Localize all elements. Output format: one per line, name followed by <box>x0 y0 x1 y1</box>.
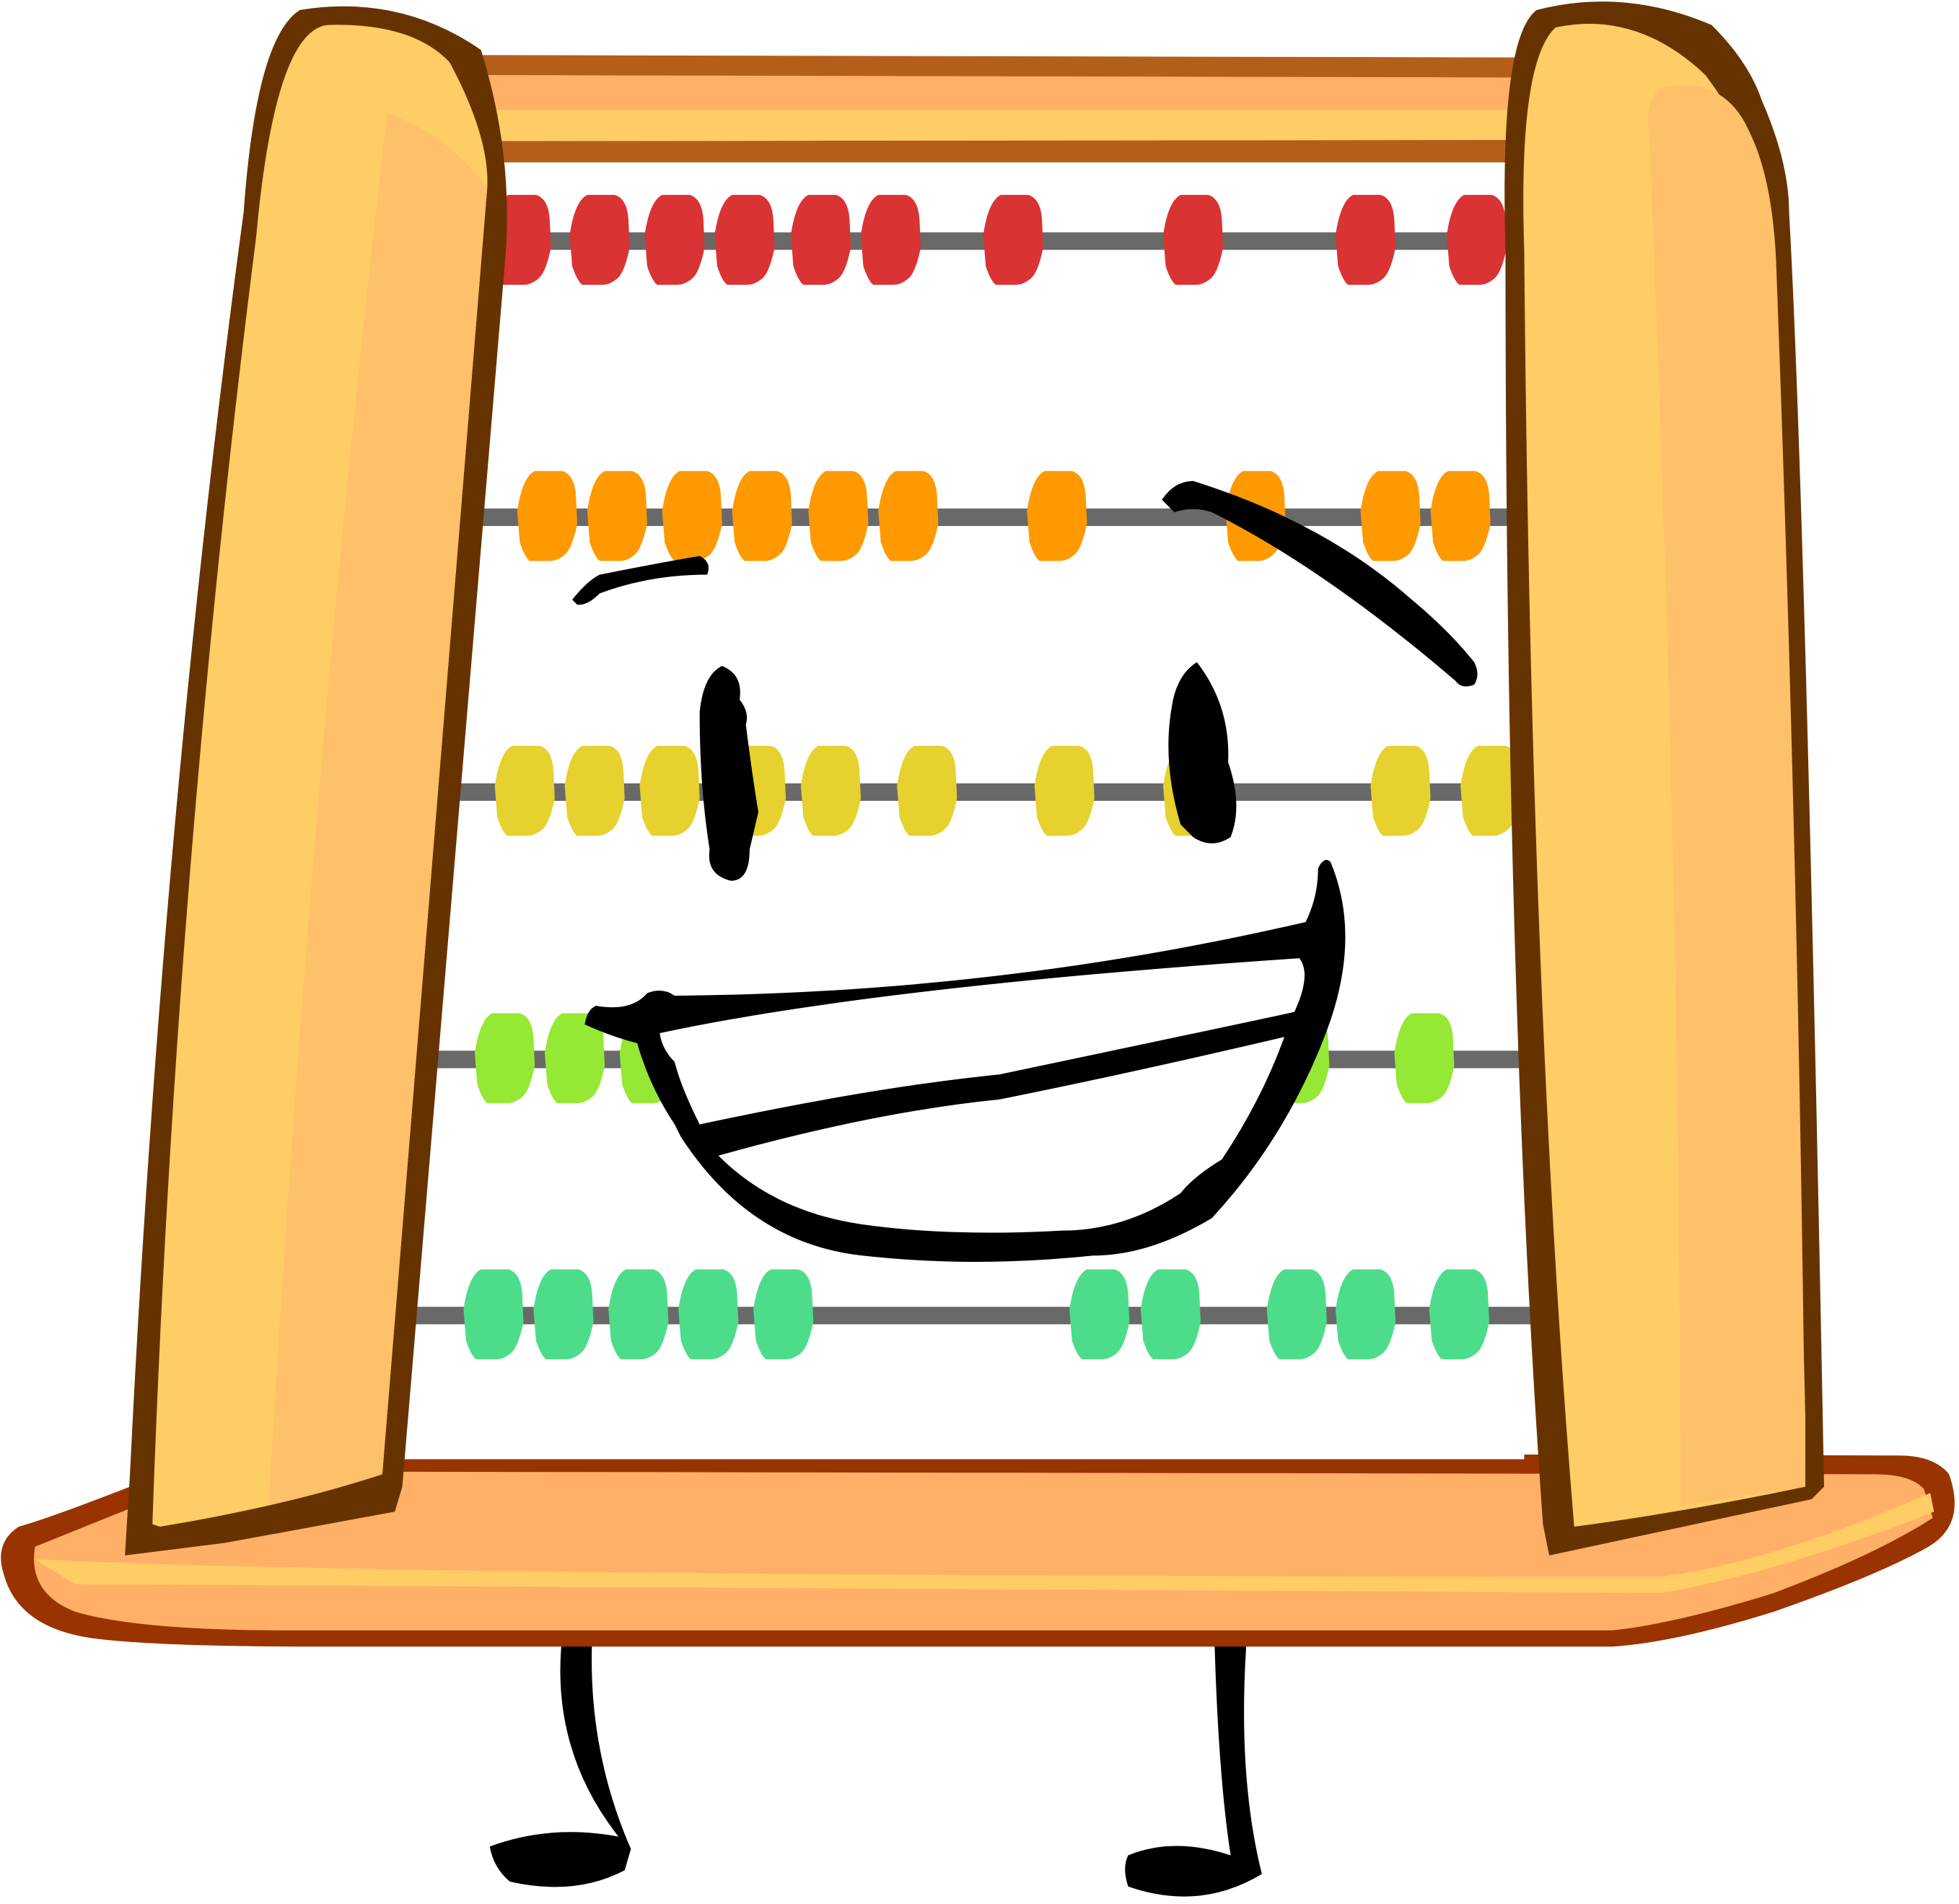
bead-red[interactable] <box>1335 195 1396 285</box>
bead-yellow[interactable] <box>639 745 700 836</box>
left-leg <box>489 1636 631 1887</box>
bead-teal[interactable] <box>1429 1269 1489 1360</box>
rod-orange <box>400 508 1518 527</box>
bead-yellow[interactable] <box>1034 745 1095 836</box>
bead-teal[interactable] <box>533 1269 594 1360</box>
right-eye <box>1168 662 1237 843</box>
bead-red[interactable] <box>1163 195 1224 285</box>
bead-red[interactable] <box>644 195 705 285</box>
bead-teal[interactable] <box>753 1269 814 1360</box>
bead-orange[interactable] <box>878 470 939 561</box>
bead-orange[interactable] <box>1430 470 1491 561</box>
bead-red[interactable] <box>983 195 1043 285</box>
face <box>572 481 1478 1262</box>
lower-teeth <box>718 1037 1284 1233</box>
bead-teal[interactable] <box>608 1269 669 1360</box>
left-eyebrow <box>572 556 709 605</box>
bead-teal[interactable] <box>463 1269 524 1360</box>
bead-yellow[interactable] <box>1370 745 1431 836</box>
base-tray <box>1 1452 1955 1647</box>
bead-yellow[interactable] <box>1460 745 1521 836</box>
bead-orange[interactable] <box>587 470 647 561</box>
bead-green[interactable] <box>1394 1013 1455 1104</box>
bead-yellow[interactable] <box>494 745 555 836</box>
legs <box>489 1636 1262 1897</box>
bead-orange[interactable] <box>808 470 869 561</box>
bead-orange[interactable] <box>732 470 792 561</box>
bead-orange[interactable] <box>662 470 722 561</box>
bead-green[interactable] <box>544 1013 605 1104</box>
left-post <box>125 6 507 1556</box>
bead-green[interactable] <box>474 1013 535 1104</box>
right-post <box>1504 1 1824 1556</box>
bead-red[interactable] <box>714 195 775 285</box>
bead-red[interactable] <box>569 195 630 285</box>
left-eye <box>699 665 759 881</box>
bead-yellow[interactable] <box>564 745 625 836</box>
bead-teal[interactable] <box>1140 1269 1201 1360</box>
bead-red[interactable] <box>791 195 851 285</box>
bead-orange[interactable] <box>1360 470 1421 561</box>
bead-red[interactable] <box>1447 195 1507 285</box>
bead-orange[interactable] <box>1027 470 1087 561</box>
bead-teal[interactable] <box>1335 1269 1396 1360</box>
upper-teeth <box>659 958 1305 1125</box>
bead-teal[interactable] <box>678 1269 739 1360</box>
bead-red[interactable] <box>861 195 921 285</box>
top-bar <box>372 55 1525 163</box>
bead-teal[interactable] <box>1266 1269 1327 1360</box>
bead-yellow[interactable] <box>800 745 862 836</box>
bead-yellow[interactable] <box>897 745 957 836</box>
bead-teal[interactable] <box>1069 1269 1130 1360</box>
bead-orange[interactable] <box>517 470 577 561</box>
right-eyebrow <box>1162 481 1478 687</box>
right-leg <box>1125 1636 1262 1897</box>
